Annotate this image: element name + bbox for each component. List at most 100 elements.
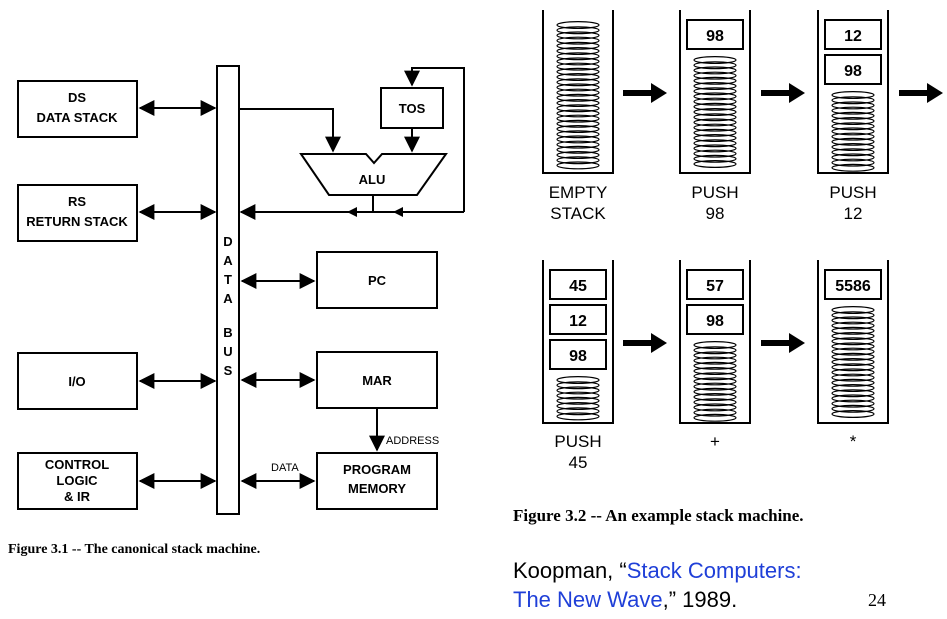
data-bus xyxy=(216,65,240,515)
alu-bus-mid-arrow-1 xyxy=(347,207,357,217)
pc-label: PC xyxy=(368,273,387,288)
stack-value: 98 xyxy=(569,348,587,365)
stack-value: 98 xyxy=(844,63,862,80)
mar-block xyxy=(316,351,438,409)
stack-label: 98 xyxy=(706,204,725,223)
tos-label: TOS xyxy=(399,101,426,116)
figure-3-2-caption: Figure 3.2 -- An example stack machine. xyxy=(513,506,804,525)
right-arrow-icon xyxy=(623,333,667,353)
right-arrow-icon xyxy=(899,83,943,103)
stack-container xyxy=(542,260,614,424)
control-label-2: LOGIC xyxy=(56,473,98,488)
program-memory-block xyxy=(316,452,438,510)
bus-letter: T xyxy=(224,272,232,287)
stack-label: STACK xyxy=(550,204,606,223)
stack-container xyxy=(542,10,614,174)
figure-3-1-caption: Figure 3.1 -- The canonical stack machin… xyxy=(8,542,260,557)
stack-label: PUSH xyxy=(829,183,876,202)
control-label-1: CONTROL xyxy=(45,457,109,472)
citation-title-line-2[interactable]: The New Wave xyxy=(513,587,663,612)
citation: Koopman, “Stack Computers: The New Wave,… xyxy=(513,556,802,614)
stack-value-box xyxy=(686,19,744,50)
right-arrow-icon xyxy=(761,333,805,353)
feedback-to-tos-arrow xyxy=(404,67,465,212)
data-stack-block xyxy=(17,80,138,138)
alu-label: ALU xyxy=(359,172,386,187)
program-memory-label-2: MEMORY xyxy=(348,481,406,496)
spring-icon xyxy=(693,341,737,422)
alu-bus-mid-arrow-2 xyxy=(393,207,403,217)
bus-letter: S xyxy=(224,363,233,378)
spring-icon xyxy=(556,21,600,170)
citation-author: Koopman, “ xyxy=(513,558,627,583)
mar-label: MAR xyxy=(362,373,392,388)
stack-panel: EMPTY STACK xyxy=(542,10,614,223)
stack-value-box xyxy=(549,304,607,335)
stack-container xyxy=(817,260,889,424)
stack-value: 98 xyxy=(706,28,724,45)
data-label: DATA xyxy=(271,462,299,474)
stack-label: 45 xyxy=(569,453,588,472)
right-arrow-icon xyxy=(623,83,667,103)
page-number: 24 xyxy=(868,590,886,610)
stack-container xyxy=(817,10,889,174)
data-stack-label-1: DS xyxy=(68,90,86,105)
stack-panel: 5586 * xyxy=(817,260,889,451)
stack-label: 12 xyxy=(844,204,863,223)
stack-value: 12 xyxy=(844,28,862,45)
stack-value-box xyxy=(686,269,744,300)
stack-value-box xyxy=(549,269,607,300)
stack-label: PUSH xyxy=(554,432,601,451)
stack-label: EMPTY xyxy=(549,183,608,202)
return-stack-label-2: RETURN STACK xyxy=(26,214,128,229)
bus-letter: A xyxy=(223,253,233,268)
citation-suffix: ,” 1989. xyxy=(662,587,738,612)
program-memory-label-1: PROGRAM xyxy=(343,462,411,477)
stack-value: 12 xyxy=(569,313,587,330)
stack-value-box xyxy=(824,54,882,85)
return-stack-block xyxy=(17,184,138,242)
stack-value-box xyxy=(686,304,744,335)
stack-value: 5586 xyxy=(835,278,871,295)
stack-value: 45 xyxy=(569,278,587,295)
citation-title-line-1[interactable]: Stack Computers: xyxy=(626,558,802,583)
bus-letter: A xyxy=(223,291,233,306)
bus-letter: B xyxy=(223,325,232,340)
spring-icon xyxy=(556,376,600,421)
stack-panel: 57 98 + xyxy=(679,260,751,451)
stack-value: 98 xyxy=(706,313,724,330)
io-label: I/O xyxy=(68,374,85,389)
data-stack-label-2: DATA STACK xyxy=(36,110,118,125)
stack-container xyxy=(679,10,751,174)
control-logic-block xyxy=(17,452,138,510)
pc-block xyxy=(316,251,438,309)
stack-container xyxy=(679,260,751,424)
tos-block xyxy=(380,87,444,129)
bus-to-alu-arrow xyxy=(239,108,341,153)
stack-value-box xyxy=(549,339,607,370)
stack-label: + xyxy=(710,432,720,451)
alu-block xyxy=(299,153,448,196)
control-label-3: & IR xyxy=(64,489,91,504)
io-block xyxy=(17,352,138,410)
spring-icon xyxy=(831,90,875,172)
stack-value-box xyxy=(824,19,882,50)
bus-letter: U xyxy=(223,344,232,359)
stack-label: * xyxy=(850,432,857,451)
right-arrow-icon xyxy=(761,83,805,103)
return-stack-label-1: RS xyxy=(68,194,86,209)
bus-letter: D xyxy=(223,234,232,249)
stack-label: PUSH xyxy=(691,183,738,202)
stack-value: 57 xyxy=(706,278,724,295)
figure-3-2: EMPTYSTACK98PUSH981298PUSH12451298PUSH45… xyxy=(542,10,943,472)
address-label: ADDRESS xyxy=(386,435,439,447)
spring-icon xyxy=(831,306,875,419)
stack-value-box xyxy=(824,269,882,300)
